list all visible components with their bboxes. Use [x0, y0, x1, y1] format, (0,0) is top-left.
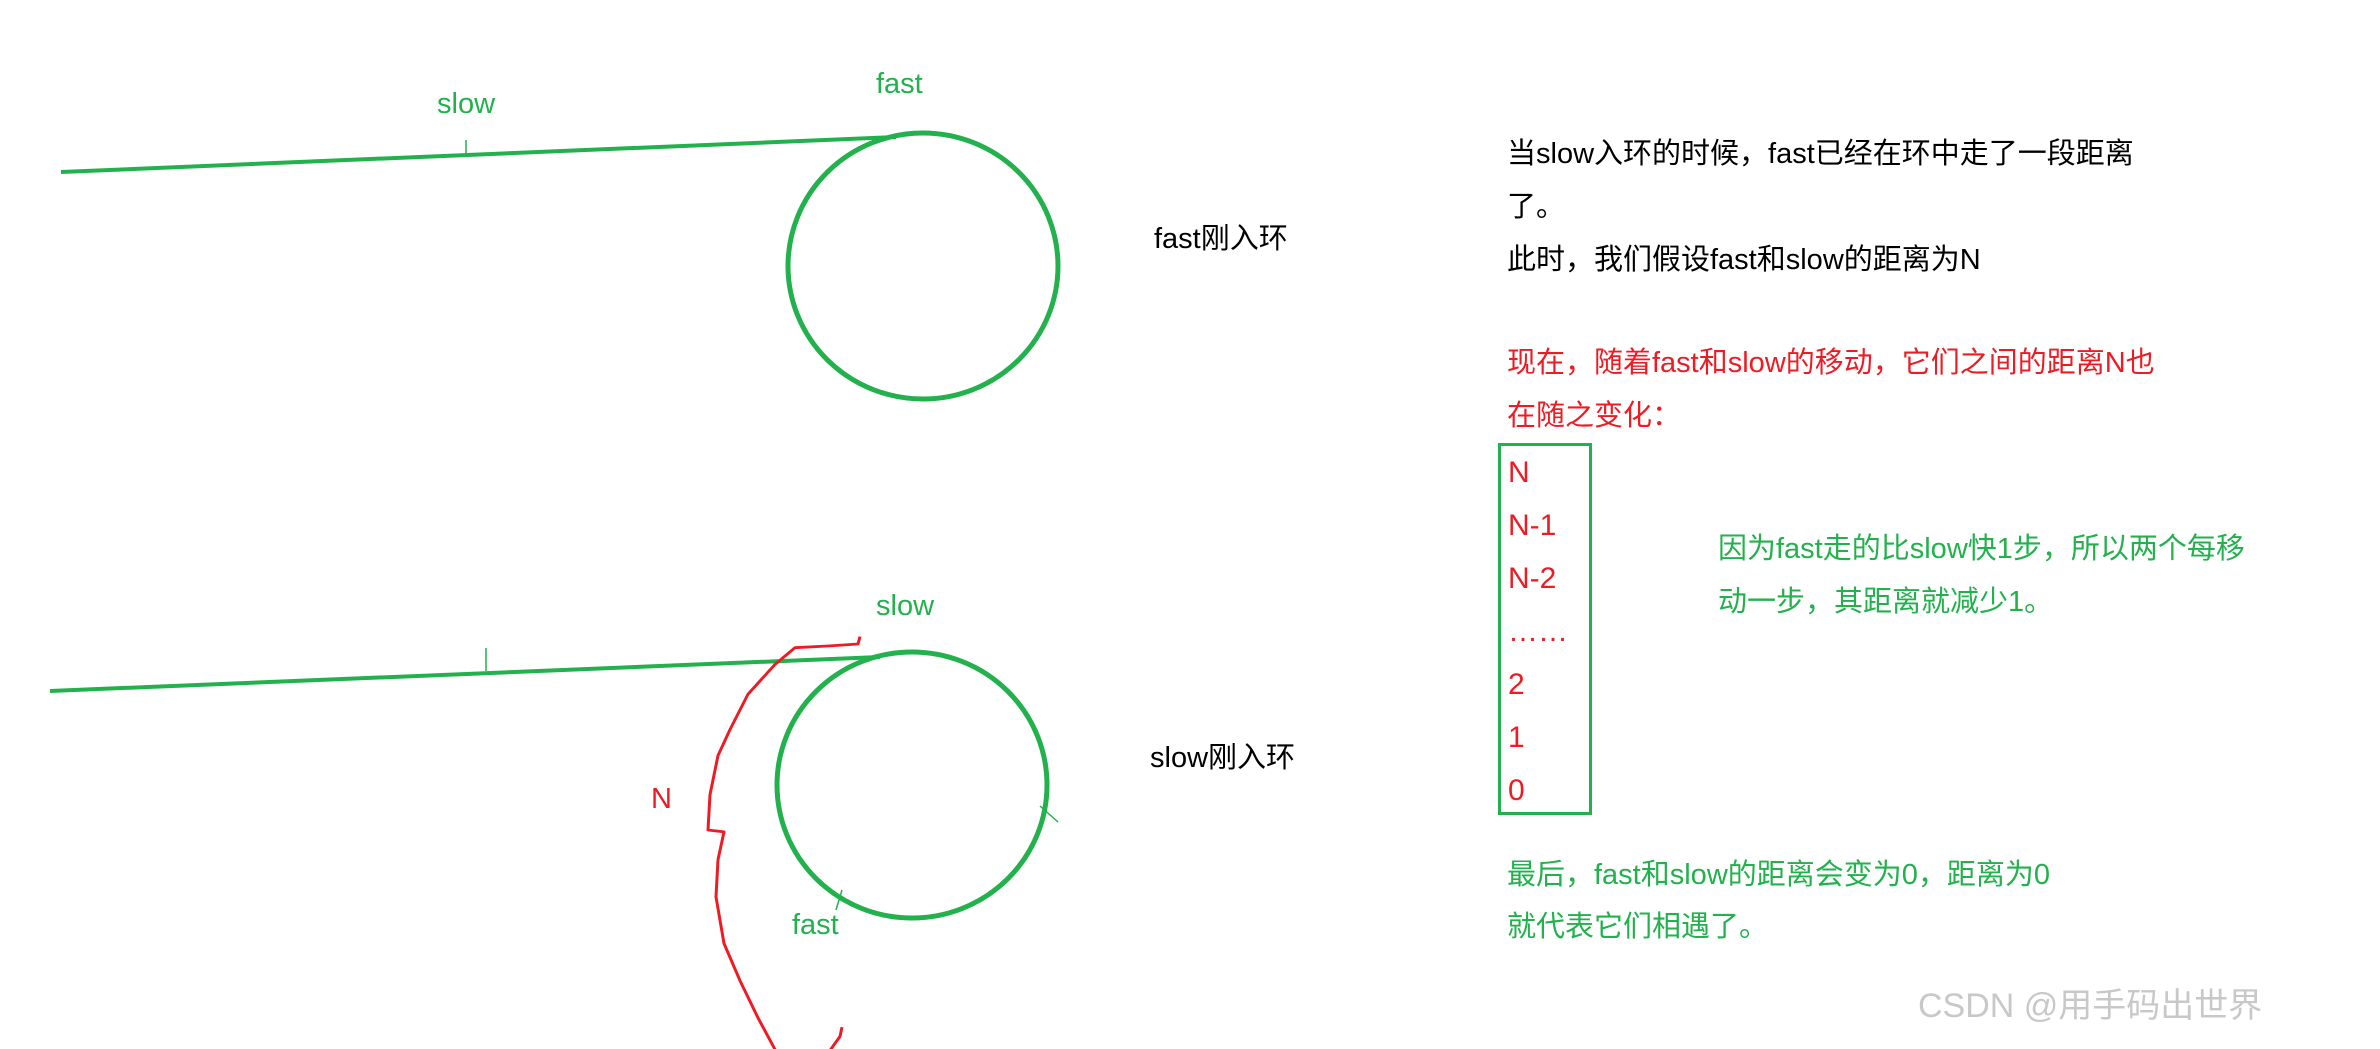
explanation-line-3: 此时，我们假设fast和slow的距离为N: [1507, 244, 1981, 276]
sequence-item: 1: [1508, 721, 1525, 754]
linked-list-line: [49, 655, 881, 693]
linked-list-line: [60, 135, 897, 174]
explanation-line-2: 了。: [1507, 191, 1566, 223]
reason-line-2: 动一步，其距离就减少1。: [1718, 586, 2054, 618]
watermark: CSDN @用手码出世界: [1918, 987, 2263, 1025]
sequence-item: 0: [1508, 774, 1525, 807]
distance-sequence-box: N N-1 N-2 …… 2 1 0: [1498, 443, 1592, 815]
sequence-item: ……: [1508, 615, 1568, 648]
change-line-2: 在随之变化：: [1507, 400, 1682, 432]
cycle-circle: [774, 649, 1050, 921]
distance-n-label: N: [651, 783, 672, 815]
sequence-item: N-1: [1508, 509, 1557, 542]
sequence-item: N-2: [1508, 562, 1557, 595]
diagram-fast-enters-cycle: [60, 130, 1061, 402]
slow-label-top: slow: [437, 88, 496, 120]
diagram-slow-enters-cycle: [49, 636, 1059, 1049]
reason-line-1: 因为fast走的比slow快1步，所以两个每移: [1718, 533, 2245, 565]
distance-n-path: [706, 636, 862, 1049]
change-line-1: 现在，随着fast和slow的移动，它们之间的距离N也: [1507, 347, 2155, 379]
fast-label-bottom: fast: [792, 909, 839, 941]
conclusion-line-2: 就代表它们相遇了。: [1507, 911, 1769, 943]
sequence-item: 2: [1508, 668, 1525, 701]
caption-fast-enters: fast刚入环: [1154, 223, 1288, 255]
sequence-item: N: [1508, 456, 1530, 489]
slow-label-bottom: slow: [876, 590, 935, 622]
caption-slow-enters: slow刚入环: [1150, 742, 1296, 774]
fast-label-top: fast: [876, 68, 923, 100]
conclusion-line-1: 最后，fast和slow的距离会变为0，距离为0: [1507, 859, 2051, 891]
fast-marker: [835, 805, 1059, 911]
cycle-circle: [785, 130, 1061, 402]
explanation-line-1: 当slow入环的时候，fast已经在环中走了一段距离: [1507, 138, 2134, 170]
